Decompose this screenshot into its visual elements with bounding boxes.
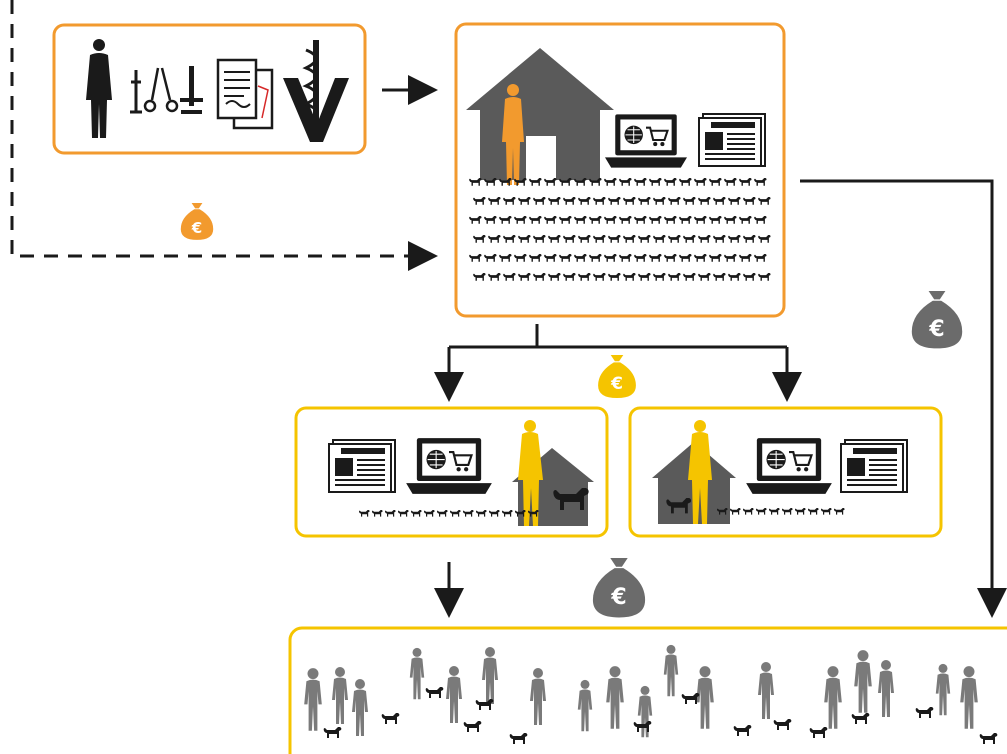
forceps-icon <box>143 67 179 113</box>
money-bag-icon: € <box>592 558 646 618</box>
newspaper-icon <box>697 112 767 168</box>
arrow-breeder-direct <box>800 179 1007 618</box>
arrow-dashed-loop <box>10 0 438 271</box>
vet-caduceus-icon <box>283 40 349 142</box>
breeder-person-icon <box>502 84 524 185</box>
money-bag-icon: € <box>180 203 214 240</box>
scalpel-icon <box>180 66 203 114</box>
bag-currency: € <box>610 585 626 610</box>
laptop-shop-icon <box>406 437 492 495</box>
newspaper-icon <box>327 438 397 494</box>
syringe-icon <box>130 70 142 114</box>
dealer-person-icon <box>688 420 712 524</box>
newspaper-icon <box>839 438 909 494</box>
bag-currency: € <box>191 219 202 237</box>
bag-currency: € <box>610 374 623 394</box>
laptop-shop-icon <box>605 113 687 169</box>
money-bag-icon: € <box>911 291 963 349</box>
laptop-shop-icon <box>746 437 832 495</box>
veterinarian-icon <box>86 39 112 138</box>
bag-currency: € <box>928 317 944 342</box>
house-icon <box>466 48 614 180</box>
arrow-breeder-split <box>449 324 787 349</box>
prescription-documents-icon <box>216 58 274 130</box>
vet-supplier-box <box>52 23 367 155</box>
money-bag-icon: € <box>598 355 636 399</box>
flow-arrows <box>10 0 1007 618</box>
dealer-person-icon <box>518 420 543 526</box>
